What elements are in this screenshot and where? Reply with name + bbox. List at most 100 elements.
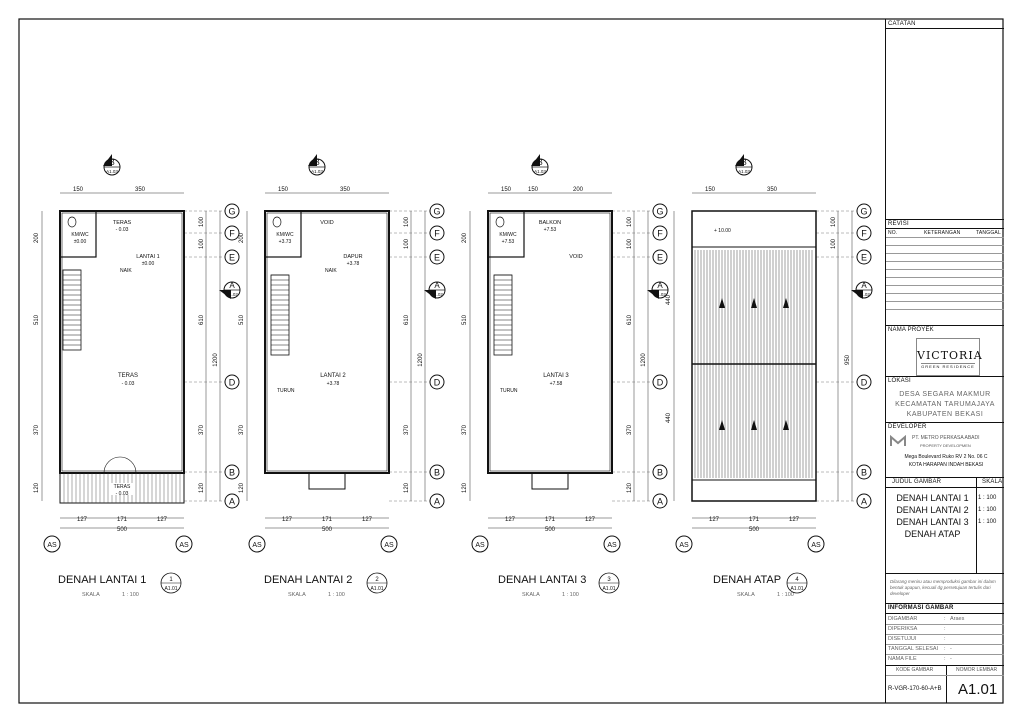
stairs (62, 269, 82, 351)
section-marker-b-arrow (735, 154, 744, 166)
skala-header: SKALA (982, 479, 1003, 485)
teras-front-level: - 0.03 (116, 491, 129, 497)
section-marker-a-letter: A (229, 281, 235, 290)
dim-bottom-2: 127 (789, 517, 800, 523)
judul-gambar-header: JUDUL GAMBAR (892, 479, 942, 485)
dim-left-2: 370 (239, 424, 245, 435)
revisi-col-keterangan: KETERANGAN (924, 230, 961, 236)
as-bubble-circle (603, 535, 621, 553)
developer-logo-icon (890, 435, 906, 446)
dim-left-0: 440 (666, 294, 672, 305)
grid-bubble-e-letter: E (434, 253, 440, 263)
section-marker-b-arrow (531, 154, 540, 166)
stair-frame (270, 274, 290, 356)
dim-bottom-2: 127 (157, 517, 168, 523)
lokasi-line-1: DESA SEGARA MAKMUR (899, 391, 991, 398)
judul-2: DENAH LANTAI 2 (896, 505, 969, 515)
plan-number: 4 (795, 577, 799, 583)
toilet-icon (495, 216, 505, 228)
dim-top-1: 350 (340, 187, 351, 193)
dim-left-0: 200 (239, 232, 245, 243)
dim-right-2: 610 (404, 314, 410, 325)
copyright-note: Dilarang meniru atau memproduksi gambar … (890, 579, 996, 596)
plan-ref: A1.01 (602, 586, 615, 592)
room-2-level: +3.78 (347, 261, 360, 267)
dim-left-1: 440 (666, 412, 672, 423)
judul-3: DENAH LANTAI 3 (896, 517, 969, 527)
roof-dak (691, 210, 817, 248)
dim-bottom-2: 127 (362, 517, 373, 523)
room-3-name: TERAS (118, 373, 138, 379)
grid-bubble-d-letter: D (861, 378, 868, 388)
dim-right-3: 370 (199, 424, 205, 435)
section-marker-a-arrow (424, 290, 436, 299)
dim-bottom-0: 127 (709, 517, 720, 523)
plan-skala-label: SKALA (288, 592, 306, 598)
plan-scale: 1 : 100 (328, 592, 345, 598)
dim-top-1: 350 (767, 187, 778, 193)
room-1-level: - 0.03 (116, 227, 129, 233)
plan-scale: 1 : 100 (122, 592, 139, 598)
as-bubble-circle (248, 535, 266, 553)
slope-arrow-icon (719, 298, 725, 308)
dim-bottom-2: 127 (585, 517, 596, 523)
dim-left-1: 510 (239, 314, 245, 325)
kode-gambar-value: R-VGR-170-60-A+B (888, 686, 942, 692)
grid-bubble-d-letter: D (657, 378, 664, 388)
section-marker-a-ref: A1.02 (858, 292, 870, 297)
grid-bubble-g-letter: G (228, 207, 235, 217)
nama-proyek-header: NAMA PROYEK (888, 327, 934, 333)
dim-top-0: 150 (705, 187, 716, 193)
skala-1: 1 : 100 (978, 495, 997, 501)
grid-bubble-a-letter: A (657, 497, 663, 507)
dim-top-1: 150 (528, 187, 539, 193)
grid-bubble-f-letter: F (861, 229, 867, 239)
dim-right-0: 100 (831, 216, 837, 227)
stairs (493, 274, 513, 356)
stair-frame (493, 274, 513, 356)
section-marker-b-letter: B (314, 158, 319, 167)
dim-bottom-0: 127 (77, 517, 88, 523)
info-row-nama-file: NAMA FILE:- (888, 656, 952, 662)
dim-left-2: 370 (34, 424, 40, 435)
grid-bubble-d-letter: D (229, 378, 236, 388)
info-row-diperiksa: DIPERIKSA: (888, 626, 946, 632)
plan-ref: A1.01 (370, 586, 383, 592)
skala-2: 1 : 100 (978, 507, 997, 513)
teras-label-bg (111, 483, 133, 495)
logo-sub-text: GREEN RESIDENCE (921, 363, 975, 369)
dim-top-0: 150 (278, 187, 289, 193)
dim-left-3: 120 (462, 482, 468, 493)
plan-number: 1 (169, 577, 173, 583)
grid-bubble-g-letter: G (656, 207, 663, 217)
grid-bubble-e-letter: E (229, 253, 235, 263)
plan-skala-label: SKALA (522, 592, 540, 598)
grid-bubble-g-letter: G (433, 207, 440, 217)
turun-label: TURUN (500, 388, 518, 394)
grid-bubble-b-letter: B (657, 468, 663, 478)
developer-name: PT. METRO PERKASA ABADI (912, 435, 980, 441)
roof-gutter (691, 479, 817, 502)
naik-label: NAIK (120, 268, 132, 274)
room-1-name: BALKON (539, 220, 561, 226)
dim-left-3: 120 (239, 482, 245, 493)
dim-left-1: 510 (34, 314, 40, 325)
judul-1: DENAH LANTAI 1 (896, 493, 969, 503)
dim-top-1: 350 (135, 187, 146, 193)
dim-bottom-1: 171 (545, 517, 556, 523)
dim-top-0: 150 (501, 187, 512, 193)
section-marker-b-letter: B (109, 158, 114, 167)
kmwc-room (264, 210, 302, 258)
dim-right-0: 100 (627, 216, 633, 227)
room-3-name: LANTAI 3 (543, 373, 569, 379)
grid-bubble-f-letter: F (229, 229, 235, 239)
plan-title: DENAH ATAP (713, 574, 781, 586)
plan-title: DENAH LANTAI 2 (264, 574, 352, 586)
dim-bottom-total: 500 (545, 527, 556, 533)
plan-number: 3 (607, 577, 611, 583)
as-bubble-circle (380, 535, 398, 553)
dim-right-1: 100 (404, 238, 410, 249)
skala-3: 1 : 100 (978, 519, 997, 525)
section-marker-a-arrow (647, 290, 659, 299)
